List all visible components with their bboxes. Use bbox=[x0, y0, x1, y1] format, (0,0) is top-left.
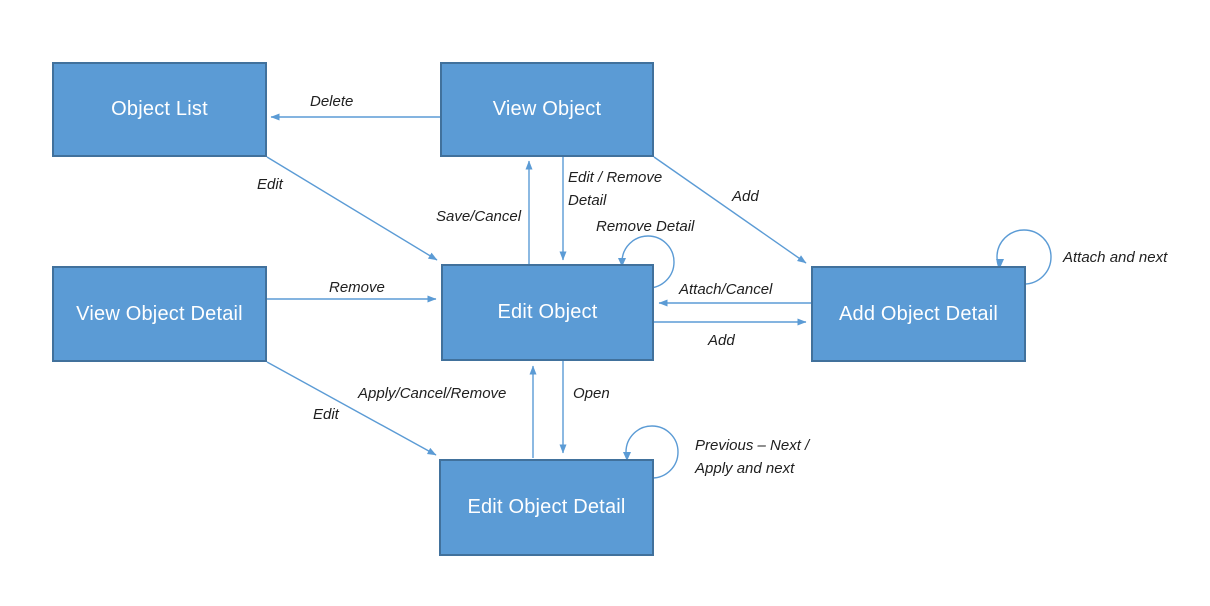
edge-label-save-cancel: Save/Cancel bbox=[436, 208, 522, 225]
node-view-object-label: View Object bbox=[492, 98, 602, 120]
edge-add-from-view-object-line bbox=[653, 156, 807, 264]
edge-label-edit-from-view-object-detail: Edit bbox=[313, 406, 339, 423]
edge-label-edit-remove-detail: Edit / Remove Detail bbox=[568, 166, 662, 212]
node-view-object-detail-label: View Object Detail bbox=[76, 302, 243, 325]
edge-label-edit-remove-detail-line1: Edit / Remove bbox=[568, 169, 663, 186]
node-view-object-detail: View Object Detail bbox=[52, 266, 267, 362]
edge-label-delete: Delete bbox=[310, 93, 354, 110]
node-edit-object-detail: Edit Object Detail bbox=[439, 459, 654, 556]
node-object-list-label: Object List bbox=[111, 98, 208, 120]
edge-label-attach-and-next: Attach and next bbox=[1063, 249, 1168, 266]
edge-label-add-to-add-object-detail: Add bbox=[708, 332, 735, 349]
edge-label-apply-cancel-remove: Apply/Cancel/Remove bbox=[358, 385, 507, 402]
edge-label-remove: Remove bbox=[329, 279, 385, 296]
node-edit-object-detail-label: Edit Object Detail bbox=[467, 496, 626, 518]
loop-attach-and-next-arrowhead-icon bbox=[996, 259, 1004, 268]
node-object-list: Object List bbox=[52, 62, 267, 157]
edge-edit-from-object-list-line bbox=[266, 156, 438, 261]
node-edit-object: Edit Object bbox=[441, 264, 654, 361]
node-edit-object-label: Edit Object bbox=[497, 301, 598, 323]
edge-label-previous-next-line1: Previous – Next / bbox=[695, 437, 810, 454]
edge-label-remove-detail: Remove Detail bbox=[596, 218, 695, 235]
edge-label-previous-next-line2: Apply and next bbox=[695, 460, 795, 477]
edge-label-add-from-view-object: Add bbox=[732, 188, 759, 205]
edge-label-attach-cancel: Attach/Cancel bbox=[679, 281, 773, 298]
edge-label-open: Open bbox=[573, 385, 610, 402]
loop-remove-detail-arrowhead-icon bbox=[618, 258, 626, 267]
node-add-object-detail: Add Object Detail bbox=[811, 266, 1026, 362]
edge-label-edit-from-object-list: Edit bbox=[257, 176, 283, 193]
node-view-object: View Object bbox=[440, 62, 654, 157]
edge-label-previous-next: Previous – Next / Apply and next bbox=[695, 434, 809, 480]
edge-edit-from-view-object-detail-line bbox=[266, 361, 437, 456]
node-add-object-detail-label: Add Object Detail bbox=[838, 302, 999, 325]
loop-previous-next-arrowhead-icon bbox=[623, 452, 631, 461]
edge-label-edit-remove-detail-line2: Detail bbox=[568, 192, 607, 209]
